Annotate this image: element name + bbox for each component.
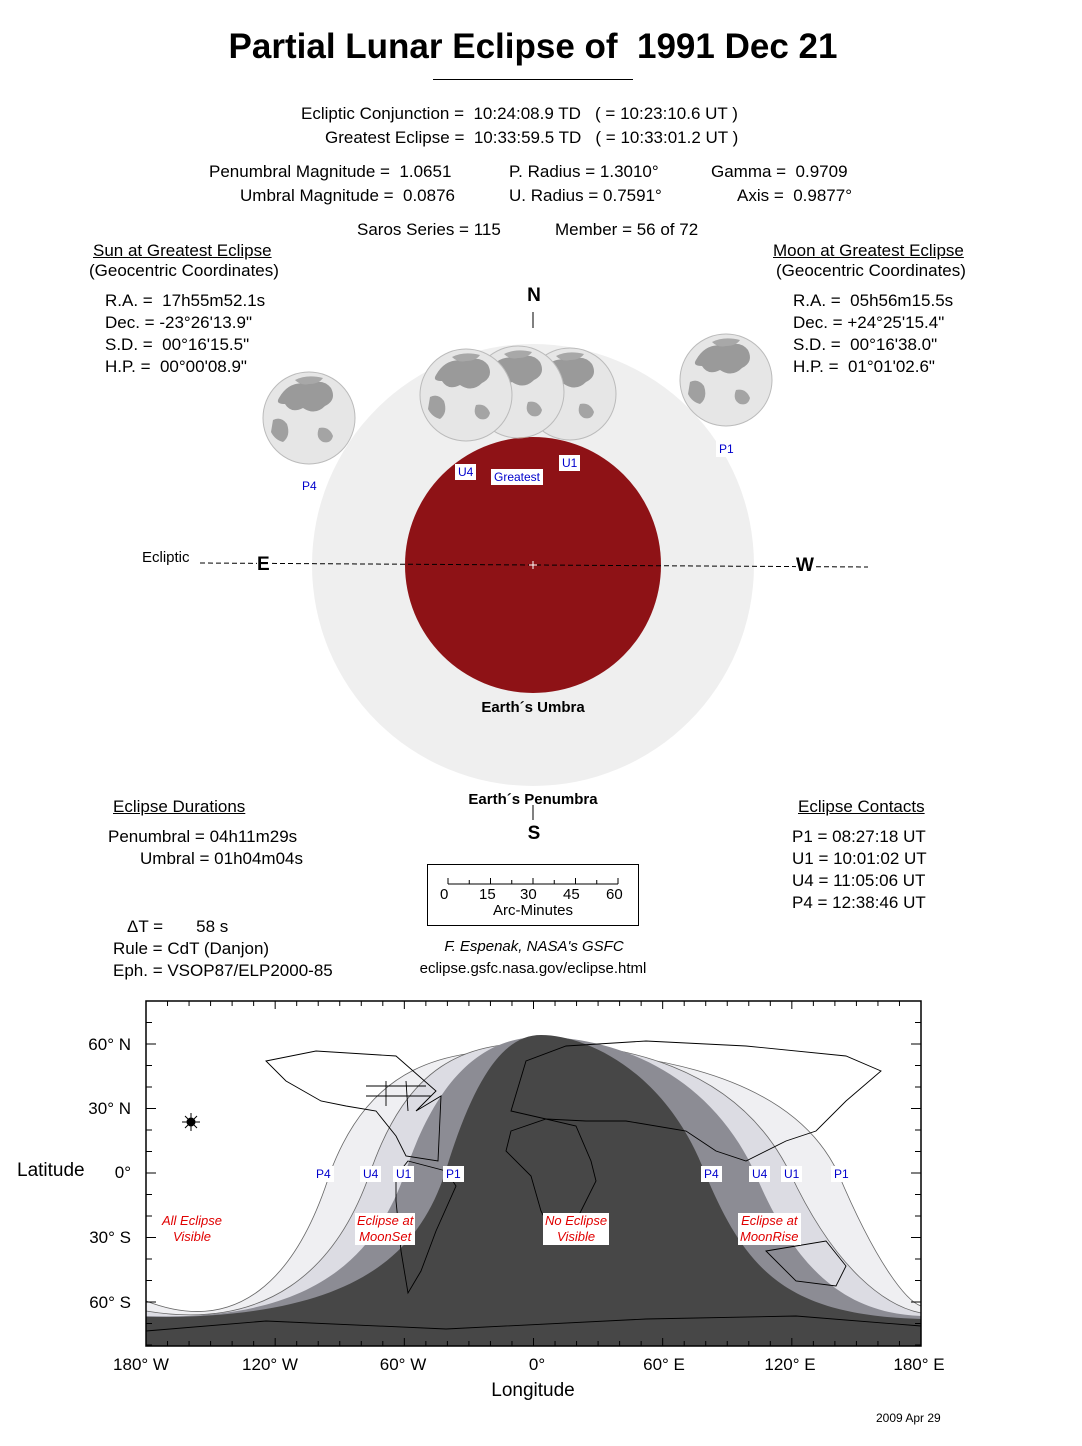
moon-heading: Moon at Greatest Eclipse <box>773 241 964 260</box>
lat-tick-30s: 30° S <box>89 1228 131 1247</box>
u-radius: U. Radius = 0.7591° <box>509 186 662 205</box>
lon-tick-0: 0° <box>528 1355 546 1374</box>
south-label: S <box>527 823 541 844</box>
sun-heading: Sun at Greatest Eclipse <box>93 241 272 260</box>
map-label-u1-west: U1 <box>393 1166 415 1182</box>
contacts-heading: Eclipse Contacts <box>798 797 925 816</box>
penumbral-magnitude: Penumbral Magnitude = 1.0651 <box>209 162 452 181</box>
umbra-label: Earth´s Umbra <box>481 699 585 716</box>
shadow-diagram <box>199 312 869 820</box>
zone-line: All Eclipse <box>162 1213 222 1228</box>
page-title: Partial Lunar Eclipse of 1991 Dec 21 <box>228 27 838 66</box>
sun-hp: H.P. = 00°00'08.9" <box>105 357 247 376</box>
scale-box <box>427 864 639 926</box>
zone-line: Eclipse at <box>741 1213 798 1228</box>
lon-tick-120w: 120° W <box>242 1355 298 1374</box>
duration-penumbral: Penumbral = 04h11m29s <box>108 827 298 846</box>
scale-tick-45: 45 <box>563 886 580 903</box>
scale-bar <box>447 878 619 885</box>
map-label-p4-east: P4 <box>701 1166 722 1182</box>
axis: Axis = 0.9877° <box>737 186 853 205</box>
zone-line: Eclipse at <box>357 1213 414 1228</box>
west-label: W <box>796 555 814 577</box>
creation-date: 2009 Apr 29 <box>876 1411 941 1425</box>
zone-line: MoonSet <box>359 1229 412 1244</box>
scale-tick-60: 60 <box>606 886 623 903</box>
map-label-u1-east: U1 <box>781 1166 803 1182</box>
gamma: Gamma = 0.9709 <box>711 162 848 181</box>
contact-label-p1: P1 <box>716 441 737 457</box>
durations-heading: Eclipse Durations <box>113 797 246 816</box>
p-radius: P. Radius = 1.3010° <box>509 162 659 181</box>
sun-dec: Dec. = -23°26'13.9" <box>105 313 252 332</box>
contact-label-u1: U1 <box>559 455 581 471</box>
contact-u1: U1 = 10:01:02 UT <box>792 849 927 868</box>
credit: F. Espenak, NASA's GSFC <box>444 938 624 955</box>
latitude-title: Latitude <box>17 1160 85 1181</box>
lat-tick-30n: 30° N <box>88 1099 131 1118</box>
ecliptic-line <box>199 562 869 568</box>
map-label-p4-west: P4 <box>313 1166 334 1182</box>
lon-tick-180e: 180° E <box>893 1355 945 1374</box>
contact-p4: P4 = 12:38:46 UT <box>792 893 926 912</box>
contact-u4: U4 = 11:05:06 UT <box>792 871 926 890</box>
map-label-u4-west: U4 <box>360 1166 382 1182</box>
lon-tick-60e: 60° E <box>643 1355 685 1374</box>
lat-tick-60n: 60° N <box>88 1035 131 1054</box>
lat-tick-60s: 60° S <box>89 1293 131 1312</box>
moon-hp: H.P. = 01°01'02.6" <box>793 357 935 376</box>
contact-label-u4: U4 <box>455 464 477 480</box>
saros-member: Member = 56 of 72 <box>555 220 699 239</box>
lon-tick-60w: 60° W <box>379 1355 427 1374</box>
ephemeris: Eph. = VSOP87/ELP2000-85 <box>113 961 333 980</box>
saros-series: Saros Series = 115 <box>357 220 501 239</box>
scale-tick-30: 30 <box>520 886 537 903</box>
contact-label-p4: P4 <box>299 478 320 494</box>
moon-dec: Dec. = +24°25'15.4" <box>793 313 945 332</box>
umbral-magnitude: Umbral Magnitude = 0.0876 <box>240 186 455 205</box>
moon-subheading: (Geocentric Coordinates) <box>776 261 966 280</box>
zone-no-eclipse <box>146 1035 921 1346</box>
scale-tick-0: 0 <box>440 886 449 903</box>
visibility-map <box>145 1000 922 1347</box>
delta-t: ΔT = 58 s <box>127 917 229 936</box>
sun-subsolar-icon <box>182 1113 200 1131</box>
ecliptic-label: Ecliptic <box>142 549 190 566</box>
sun-ra: R.A. = 17h55m52.1s <box>105 291 266 310</box>
longitude-title: Longitude <box>491 1380 575 1401</box>
scale-tick-15: 15 <box>479 886 496 903</box>
rule: Rule = CdT (Danjon) <box>113 939 270 958</box>
greatest-eclipse: Greatest Eclipse = 10:33:59.5 TD ( = 10:… <box>325 128 739 147</box>
lon-tick-180w: 180° W <box>113 1355 169 1374</box>
sun-subheading: (Geocentric Coordinates) <box>89 261 279 280</box>
sun-sd: S.D. = 00°16'15.5" <box>105 335 250 354</box>
contact-p1: P1 = 08:27:18 UT <box>792 827 926 846</box>
ecliptic-conjunction: Ecliptic Conjunction = 10:24:08.9 TD ( =… <box>301 104 738 123</box>
zone-line: MoonRise <box>740 1229 799 1244</box>
moon-ra: R.A. = 05h56m15.5s <box>793 291 954 310</box>
zone-line: No Eclipse <box>545 1213 608 1228</box>
zone-line: Visible <box>557 1229 596 1244</box>
duration-umbral: Umbral = 01h04m04s <box>140 849 304 868</box>
east-label: E <box>257 554 270 576</box>
lat-tick-0: 0° <box>114 1163 131 1182</box>
lon-tick-120e: 120° E <box>764 1355 816 1374</box>
zone-line: Visible <box>172 1229 212 1244</box>
scale-unit: Arc-Minutes <box>492 902 574 919</box>
map-label-p1-east: P1 <box>831 1166 852 1182</box>
map-label-p1-west: P1 <box>443 1166 464 1182</box>
contact-label-greatest: Greatest <box>491 469 544 485</box>
penumbra-label: Earth´s Penumbra <box>468 791 598 808</box>
moon-sd: S.D. = 00°16'38.0" <box>793 335 938 354</box>
source-url[interactable]: eclipse.gsfc.nasa.gov/eclipse.html <box>419 960 647 977</box>
map-label-u4-east: U4 <box>749 1166 771 1182</box>
north-label: N <box>527 285 541 306</box>
title-rule <box>433 79 633 80</box>
